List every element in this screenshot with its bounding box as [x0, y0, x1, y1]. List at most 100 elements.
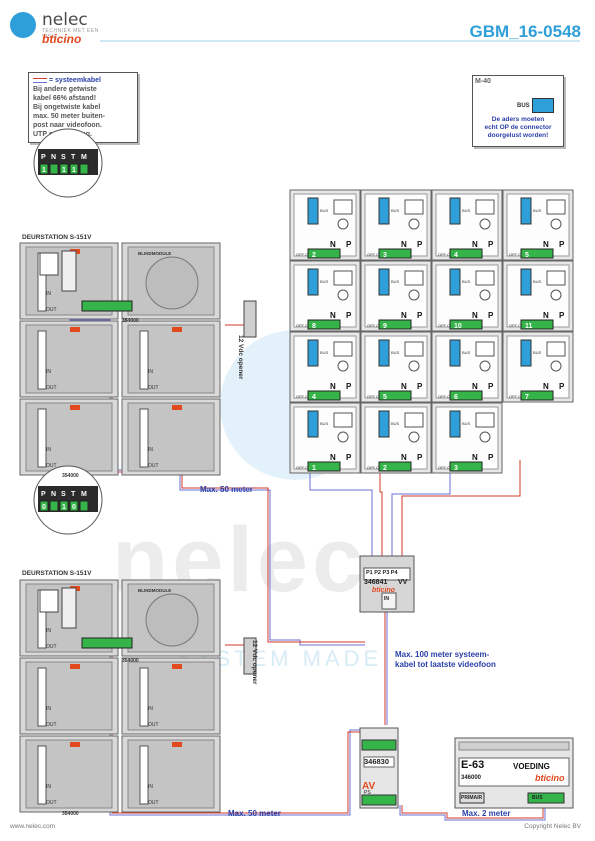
brand-tagline: TECHNIEK MET EEN VISIE: [42, 28, 99, 40]
dip-label: T: [71, 154, 76, 161]
crosshair-knob: [479, 218, 491, 230]
address-switch: [307, 248, 341, 259]
screen-icon: [546, 199, 566, 215]
ps-label: PS: [364, 790, 371, 796]
screen-icon: [404, 199, 424, 215]
bticino-tag: [70, 742, 80, 747]
crosshair-knob: [550, 289, 562, 301]
in-label: IN: [148, 447, 153, 453]
off-on-label: OFF ON: [509, 394, 524, 399]
dip-switch: [49, 163, 59, 175]
cable-code: 354000: [122, 318, 139, 324]
address-value: 7: [525, 394, 529, 401]
blind-module-label: BLINDMODULE: [138, 588, 171, 593]
module-connector: [37, 330, 47, 390]
address-switch: [307, 319, 341, 330]
address-value: 2: [383, 465, 387, 472]
p-label: P: [346, 311, 352, 320]
address-switch: [307, 390, 341, 401]
n-label: N: [401, 240, 407, 249]
screen-icon: [475, 199, 495, 215]
n-label: N: [330, 311, 336, 320]
p-label: P: [346, 382, 352, 391]
port-label: P1: [366, 570, 373, 576]
address-value: 4: [312, 394, 316, 401]
bus-label: BUS: [391, 350, 400, 355]
door-opener: [243, 300, 257, 338]
distance-videophone-line: kabel tot laatste videofoon: [395, 660, 496, 669]
address-value: 3: [454, 465, 458, 472]
psu-brand: bticino: [535, 773, 565, 783]
out-label: OUT: [46, 307, 57, 313]
module-connector: [139, 330, 149, 390]
dip-switch: [79, 163, 89, 175]
bticino-tag: [70, 405, 80, 410]
in-label: IN: [46, 628, 51, 634]
logo: nelec TECHNIEK MET EEN VISIE bticino: [8, 10, 103, 46]
psu-label: VOEDING: [513, 762, 550, 771]
cable-legend-swatch: [33, 77, 47, 83]
out-label: OUT: [46, 800, 57, 806]
dip-value: 1: [62, 504, 66, 511]
bus-label: BUS: [320, 208, 329, 213]
camera-module: [39, 252, 59, 276]
in-label: IN: [148, 706, 153, 712]
n-label: N: [401, 311, 407, 320]
logo-mark-icon: [10, 12, 36, 38]
bus-connector: [520, 268, 532, 296]
off-on-label: OFF ON: [438, 323, 453, 328]
p-label: P: [417, 240, 423, 249]
cable-code: 354000: [122, 658, 139, 664]
screen-icon: [475, 341, 495, 357]
p-label: P: [559, 240, 565, 249]
dip-label: P: [41, 154, 46, 161]
dip-label: M: [81, 154, 87, 161]
n-label: N: [401, 382, 407, 391]
off-on-label: OFF ON: [296, 465, 311, 470]
bus-connector: [307, 410, 319, 438]
address-switch: [520, 248, 554, 259]
m40-note-line: doorgelust worden!: [487, 132, 549, 139]
crosshair-knob: [337, 360, 349, 372]
header-divider: [100, 40, 580, 42]
distributor-in: IN: [384, 596, 389, 602]
off-on-label: OFF ON: [296, 394, 311, 399]
n-label: N: [543, 311, 549, 320]
module-connector: [37, 408, 47, 468]
terminal-block: [81, 637, 133, 649]
off-on-label: OFF ON: [438, 394, 453, 399]
door-station-title: DEURSTATION S-151V: [22, 234, 92, 241]
module-connector: [139, 408, 149, 468]
crosshair-knob: [337, 289, 349, 301]
door-opener: [243, 637, 257, 675]
distance-label: Max. 50 meter: [200, 485, 253, 494]
n-label: N: [543, 240, 549, 249]
bus-connector: [378, 339, 390, 367]
in-label: IN: [46, 706, 51, 712]
distance-label: Max. 50 meter: [228, 809, 281, 818]
distributor-code: 346841: [364, 579, 388, 586]
footer-website: www.nelec.com: [10, 823, 56, 830]
p-label: P: [346, 453, 352, 462]
address-value: 9: [383, 323, 387, 330]
dip-label: S: [61, 154, 66, 161]
in-label: IN: [46, 291, 51, 297]
p-label: P: [559, 382, 565, 391]
off-on-label: OFF ON: [367, 465, 382, 470]
dip-label: M: [81, 491, 87, 498]
document-id: GBM_16-0548: [469, 22, 581, 41]
distributor-brand: bticino: [372, 587, 395, 594]
brand-name: nelec: [42, 10, 88, 30]
out-label: OUT: [148, 722, 159, 728]
screen-icon: [333, 199, 353, 215]
screen-icon: [333, 341, 353, 357]
address-switch: [378, 319, 412, 330]
